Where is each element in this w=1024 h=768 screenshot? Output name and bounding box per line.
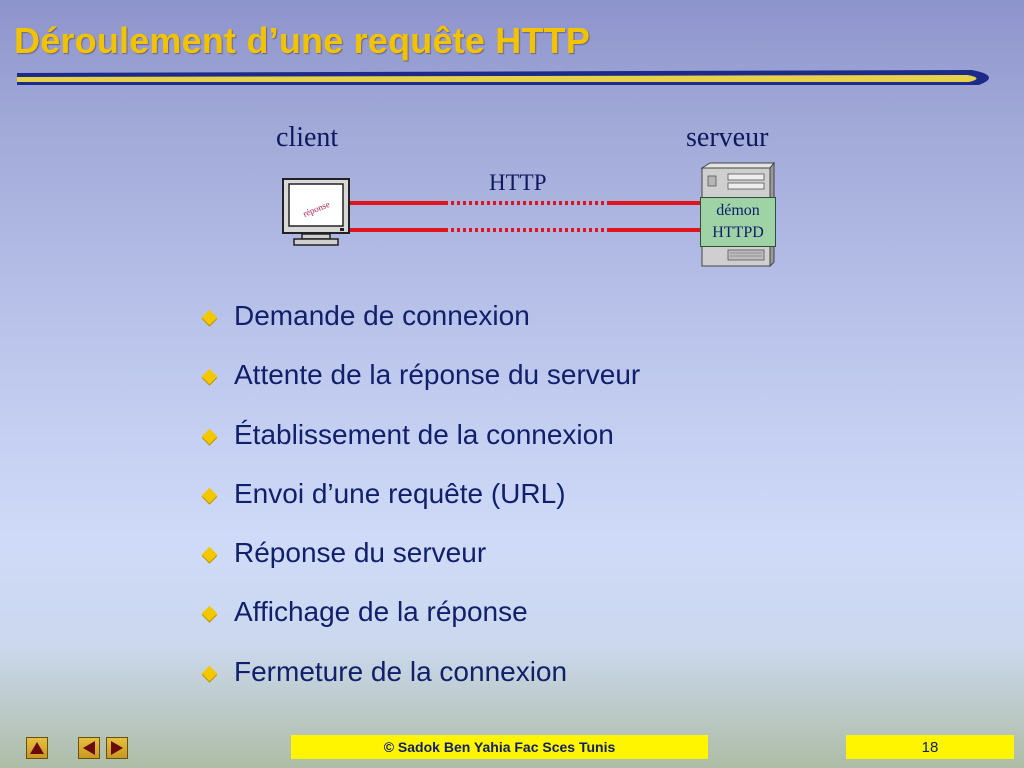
httpd-daemon-box: démon HTTPD [700,197,776,247]
server-label: serveur [686,122,769,153]
bullet-text: Fermeture de la connexion [234,655,568,687]
triangle-up-icon [30,742,44,754]
list-item: Réponse du serveur [200,537,640,596]
list-item: Envoi d’une requête (URL) [200,478,640,537]
diamond-bullet-icon [201,369,218,385]
client-label: client [276,122,339,153]
client-monitor-icon: réponse [282,178,350,246]
http-protocol-label: HTTP [489,170,547,195]
daemon-label: démon [716,202,760,219]
bullet-text: Attente de la réponse du serveur [234,359,641,391]
diamond-bullet-icon [201,606,218,622]
bullet-list: Demande de connexion Attente de la répon… [200,300,640,715]
triangle-left-icon [83,741,95,755]
diamond-bullet-icon [201,665,218,682]
slide-title: Déroulement d’une requête HTTP [14,20,591,61]
nav-first-slide-button[interactable] [26,737,48,759]
nav-previous-slide-button[interactable] [78,737,100,759]
list-item: Attente de la réponse du serveur [200,359,640,418]
diamond-bullet-icon [201,309,218,326]
footer-copyright: © Sadok Ben Yahia Fac Sces Tunis [291,735,708,759]
list-item: Fermeture de la connexion [200,656,640,715]
bullet-text: Demande de connexion [234,300,530,331]
list-item: Affichage de la réponse [200,596,640,655]
page-number: 18 [846,735,1014,759]
title-underline-bar [17,70,989,85]
bullet-text: Envoi d’une requête (URL) [234,477,566,509]
bullet-text: Établissement de la connexion [234,418,614,450]
diamond-bullet-icon [201,428,218,444]
bullet-text: Affichage de la réponse [234,596,528,628]
diamond-bullet-icon [201,487,218,504]
bullet-text: Réponse du serveur [234,537,487,569]
nav-next-slide-button[interactable] [106,737,128,759]
list-item: Demande de connexion [200,300,640,359]
diamond-bullet-icon [201,546,218,563]
daemon-name: HTTPD [712,224,764,241]
triangle-right-icon [111,741,123,755]
http-connection-lines [350,201,702,232]
list-item: Établissement de la connexion [200,419,640,478]
